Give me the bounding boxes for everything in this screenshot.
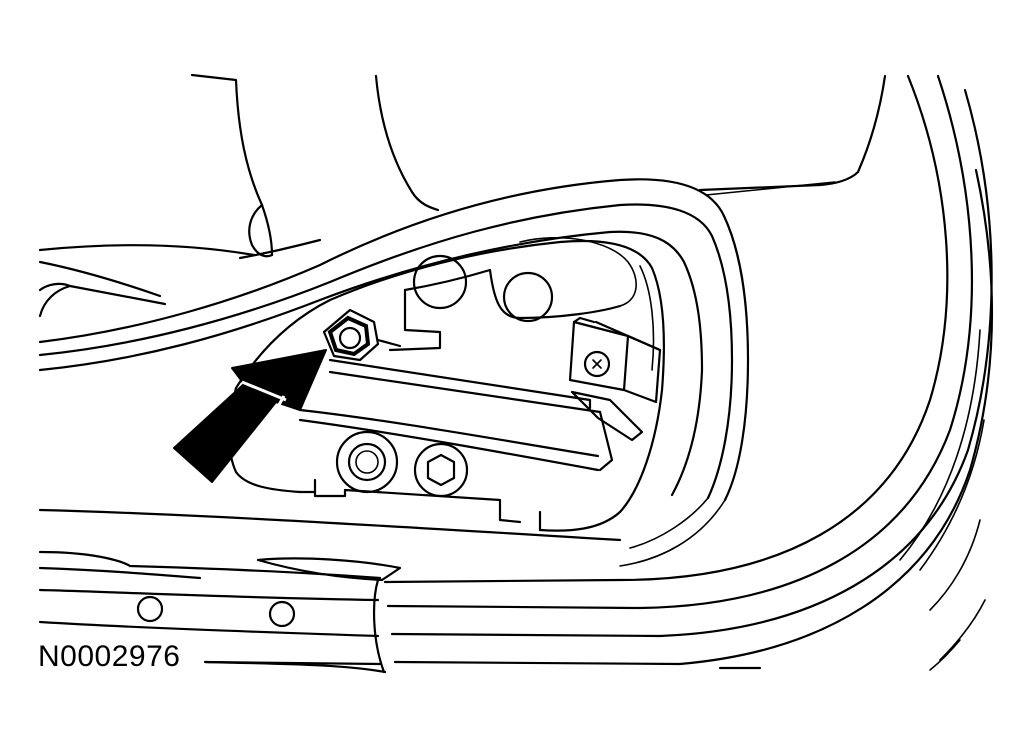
left-bracket <box>38 244 256 318</box>
arrow-pointer-icon <box>173 349 327 483</box>
sill-hole-left <box>136 595 164 623</box>
upper-bracket-structure <box>190 73 887 258</box>
hex-nut <box>322 308 402 362</box>
reference-number: N0002976 <box>38 640 181 673</box>
mounting-plate <box>298 254 622 532</box>
right-clip <box>568 316 662 442</box>
lower-bolt-socket <box>413 442 469 498</box>
lower-bolt-round <box>335 430 399 494</box>
reference-leader-line <box>204 660 382 666</box>
frame-loop <box>38 178 750 502</box>
sill-hole-right <box>268 600 296 628</box>
clip-screw <box>583 350 611 378</box>
plate-hole-top-left <box>412 254 468 310</box>
wheel-arch-panel <box>383 74 994 671</box>
plate-hole-top-right <box>502 271 554 323</box>
